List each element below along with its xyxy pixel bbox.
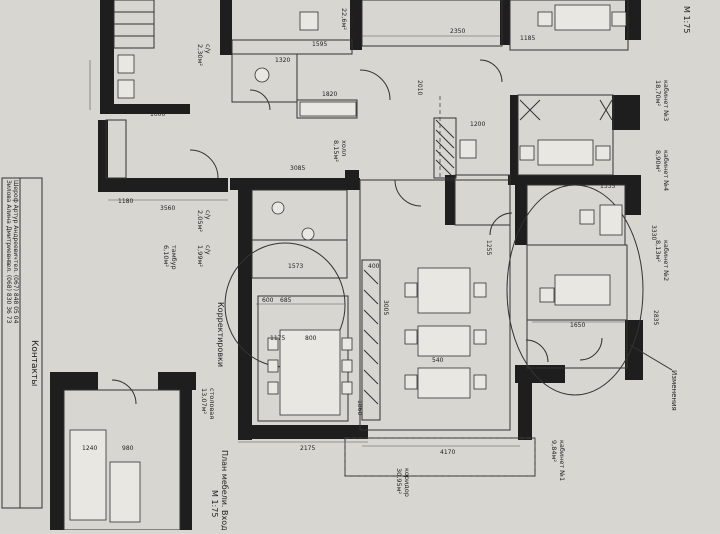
- room-wc1-name: с/у: [204, 44, 212, 54]
- scale-top: М 1:75: [682, 6, 691, 33]
- izmeneniya-note: Изменения: [670, 370, 678, 411]
- room-labels: кабинет №3 18,70м² кабинет №4 8,90м² каб…: [162, 8, 670, 497]
- dim-1175: 1175: [270, 335, 285, 342]
- contacts-box: Контакты Шероф Артур Андреевич тел. (067…: [1, 177, 43, 509]
- room-holl-name: холл: [340, 140, 348, 156]
- architect-name: Шероф Артур Андреевич: [12, 180, 19, 260]
- room-koridor-area: 30,95м²: [395, 468, 403, 495]
- dim-1180: 1180: [118, 198, 133, 205]
- dim-1650: 1650: [570, 322, 585, 329]
- dim-1320: 1320: [275, 57, 290, 64]
- room-stolovaya-name: столовая: [208, 388, 216, 419]
- room-wc1-area: 2,30м²: [196, 44, 204, 66]
- dim-3560: 3560: [160, 205, 175, 212]
- dim-980: 980: [122, 445, 134, 452]
- dim-1240: 1240: [82, 445, 97, 452]
- dim-1000: 1000: [150, 111, 165, 118]
- dim-1200: 1200: [470, 121, 485, 128]
- dim-2350: 2350: [450, 28, 465, 35]
- room-kab2-name: кабинет №2: [662, 240, 670, 281]
- room-tambur-name: тамбур: [170, 245, 178, 270]
- dim-1595: 1595: [312, 41, 327, 48]
- room-kab2-area: 8,13м²: [654, 240, 662, 262]
- room-kab3-name: кабинет №3: [662, 80, 670, 121]
- room-kabinet-name: кабинет: [348, 8, 356, 36]
- dim-1573: 1573: [288, 263, 303, 270]
- dim-1255: 1255: [485, 240, 492, 255]
- dim-3005: 3005: [382, 300, 389, 315]
- hatching: [363, 99, 613, 405]
- dim-2835: 2835: [652, 310, 659, 325]
- plan-title-scale: М 1:75: [210, 490, 219, 517]
- room-kab4-name: кабинет №4: [662, 150, 670, 191]
- room-stolovaya-area: 13,07м²: [200, 388, 208, 415]
- dim-2175: 2175: [300, 445, 315, 452]
- room-kab4-area: 8,90м²: [654, 150, 662, 172]
- room-kab1-name: кабинет №1: [558, 440, 566, 481]
- korrektirovki-note: Корректировки: [216, 302, 225, 367]
- room-koridor-name: коридор: [403, 468, 411, 497]
- dim-400: 400: [368, 263, 380, 270]
- dim-1820: 1820: [322, 91, 337, 98]
- architect-phone: тел. (067) 848 05 04: [12, 260, 19, 324]
- dim-2010: 2010: [416, 80, 423, 95]
- designer-name: Зилова Алина Дмитриевна: [5, 180, 12, 265]
- dim-600: 600: [262, 297, 274, 304]
- dim-4170: 4170: [440, 449, 455, 456]
- room-kab1-area: 9,84м²: [550, 440, 558, 462]
- dimension-lines: 1595 2350 1185 1000 1180 3560 3085 1573 …: [82, 28, 659, 456]
- contacts-title: Контакты: [29, 340, 39, 386]
- walls: [50, 0, 643, 530]
- room-tambur-area: 6,10м²: [162, 245, 170, 267]
- dim-540: 540: [432, 357, 444, 364]
- dim-685: 685: [280, 297, 292, 304]
- doors: [111, 59, 603, 405]
- room-wc3-area: 1,99м²: [196, 245, 204, 267]
- room-kab3-area: 18,70м²: [654, 80, 662, 107]
- dim-1335: 1335: [600, 183, 615, 190]
- designer-phone: тел. (068) 830 36 73: [5, 260, 12, 324]
- furniture: [69, 4, 627, 523]
- plan-title: План мебели. Вход: [220, 450, 229, 530]
- dim-3085: 3085: [290, 165, 305, 172]
- room-holl-area: 8,15м²: [332, 140, 340, 162]
- room-wc2-area: 2,05м²: [196, 210, 204, 232]
- dim-1860: 1860: [356, 400, 363, 415]
- dim-3330: 3330: [650, 225, 657, 240]
- dashed-lines: [344, 96, 536, 477]
- dim-800: 800: [305, 335, 317, 342]
- room-wc3-name: с/у: [204, 245, 212, 255]
- room-wc2-name: с/у: [204, 210, 212, 220]
- dim-1185: 1185: [520, 35, 535, 42]
- room-kabinet-area: 22,6м²: [340, 8, 348, 30]
